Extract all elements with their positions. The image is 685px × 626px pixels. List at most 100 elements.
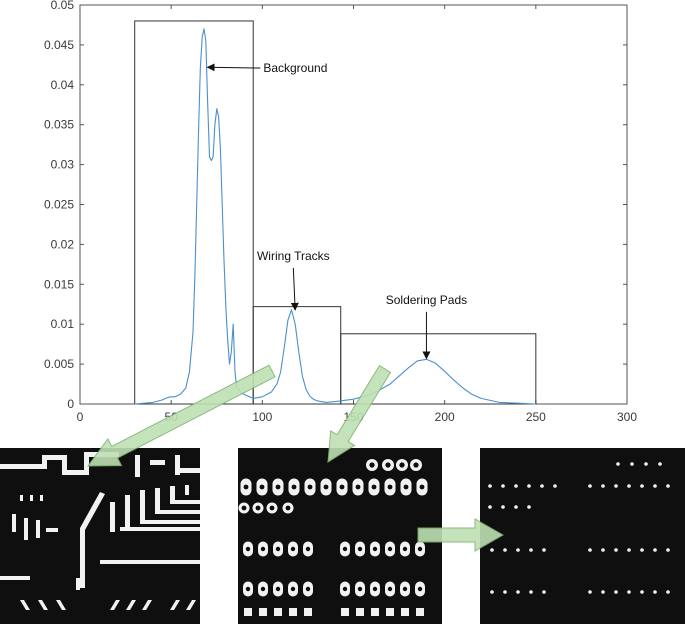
dot xyxy=(542,590,546,594)
pad-hole xyxy=(342,586,348,592)
x-tick-label: 250 xyxy=(526,410,546,424)
annotation-arrow-1 xyxy=(206,63,261,72)
y-tick-label: 0.045 xyxy=(44,38,74,52)
pad-hole xyxy=(259,484,265,490)
pad-hole xyxy=(241,505,247,511)
pad-hole xyxy=(269,505,275,511)
dot xyxy=(658,462,662,466)
pad-hole xyxy=(419,484,425,490)
pad-hole xyxy=(385,462,391,468)
square-pad xyxy=(416,608,424,616)
annotation-arrow-2 xyxy=(290,267,299,311)
region-box-2 xyxy=(252,306,342,405)
pad-hole xyxy=(387,546,393,552)
pad-hole xyxy=(372,586,378,592)
dot xyxy=(516,548,520,552)
y-tick-label: 0.035 xyxy=(44,118,74,132)
pad-hole xyxy=(342,546,348,552)
dot xyxy=(653,484,657,488)
dot xyxy=(601,548,605,552)
arrow-to-soldering-pads xyxy=(327,364,392,463)
pad-hole xyxy=(275,586,281,592)
square-pad xyxy=(401,608,409,616)
region-box-1 xyxy=(134,20,254,405)
pad-hole xyxy=(275,546,281,552)
series-line-1 xyxy=(134,28,536,405)
pad-hole xyxy=(355,484,361,490)
dot xyxy=(627,590,631,594)
pad-hole xyxy=(243,484,249,490)
pad-hole xyxy=(357,546,363,552)
y-tick-label: 0.02 xyxy=(51,237,75,251)
dot xyxy=(640,484,644,488)
dot xyxy=(614,484,618,488)
square-pad xyxy=(341,608,349,616)
y-tick-label: 0.01 xyxy=(51,317,75,331)
dot xyxy=(666,548,670,552)
dot xyxy=(588,484,592,488)
x-tick-label: 200 xyxy=(435,410,455,424)
dot xyxy=(529,590,533,594)
filtered-pads-image xyxy=(480,448,685,624)
x-tick-label: 300 xyxy=(617,410,637,424)
square-pad xyxy=(244,608,252,616)
arrow-to-filtered-pads xyxy=(417,518,505,552)
soldering-pads-image xyxy=(238,448,442,624)
dot xyxy=(614,590,618,594)
pad-hole xyxy=(305,586,311,592)
dot xyxy=(627,548,631,552)
square-pad xyxy=(356,608,364,616)
y-tick-label: 0.04 xyxy=(51,78,75,92)
dot xyxy=(601,484,605,488)
pad-hole xyxy=(290,546,296,552)
dot xyxy=(501,505,505,509)
dot xyxy=(503,590,507,594)
annotation-label-1: Background xyxy=(263,61,327,75)
pad-hole xyxy=(402,586,408,592)
dot xyxy=(529,548,533,552)
dot xyxy=(601,590,605,594)
dot xyxy=(627,484,631,488)
annotation-label-2: Wiring Tracks xyxy=(257,249,330,263)
square-pad xyxy=(289,608,297,616)
pad-hole xyxy=(371,484,377,490)
dot xyxy=(514,484,518,488)
y-tick-label: 0.025 xyxy=(44,198,74,212)
pad-hole xyxy=(255,505,261,511)
dot xyxy=(501,484,505,488)
dot xyxy=(490,548,494,552)
pad-hole xyxy=(290,586,296,592)
pad-hole xyxy=(260,546,266,552)
dot xyxy=(553,484,557,488)
x-tick-label: 100 xyxy=(252,410,272,424)
dot xyxy=(488,484,492,488)
pad-hole xyxy=(417,586,423,592)
pad-hole xyxy=(245,546,251,552)
pad-hole xyxy=(323,484,329,490)
annotation-label-3: Soldering Pads xyxy=(386,293,467,307)
pad-hole xyxy=(307,484,313,490)
dot xyxy=(514,505,518,509)
square-pad xyxy=(274,608,282,616)
square-pad xyxy=(304,608,312,616)
axes-frame xyxy=(79,4,628,405)
dot xyxy=(588,548,592,552)
dot xyxy=(588,590,592,594)
flow-arrows xyxy=(87,364,505,552)
pad-hole xyxy=(372,546,378,552)
square-pad xyxy=(371,608,379,616)
dot xyxy=(616,462,620,466)
pad-hole xyxy=(285,505,291,511)
y-tick-label: 0 xyxy=(67,397,74,411)
dot xyxy=(630,462,634,466)
pad-hole xyxy=(387,586,393,592)
pad-hole xyxy=(357,586,363,592)
pad-hole xyxy=(399,462,405,468)
dot xyxy=(666,590,670,594)
dot xyxy=(488,505,492,509)
dot xyxy=(644,462,648,466)
pad-hole xyxy=(291,484,297,490)
y-tick-label: 0.005 xyxy=(44,357,74,371)
square-pad xyxy=(386,608,394,616)
pad-hole xyxy=(403,484,409,490)
